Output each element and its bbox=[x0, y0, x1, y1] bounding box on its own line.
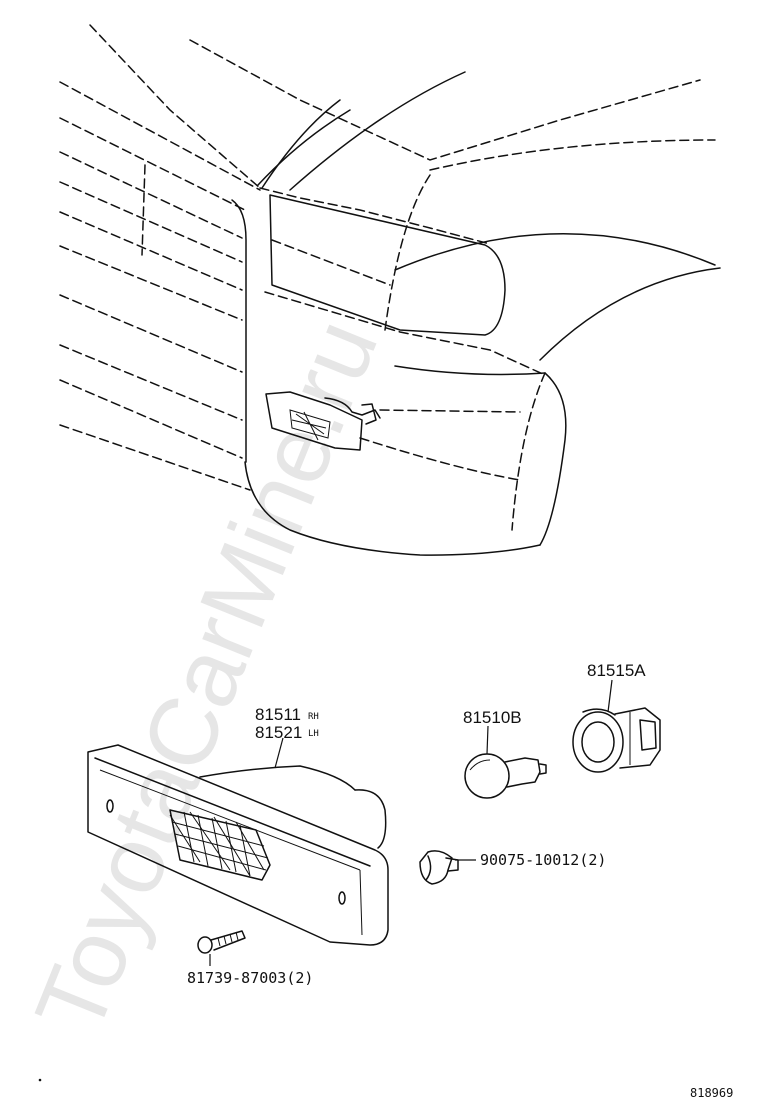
clip bbox=[419, 850, 459, 885]
part-number-81511: 81511 bbox=[255, 705, 301, 724]
lamp-rh-label: 81511 RH bbox=[255, 705, 319, 724]
part-number-81521: 81521 bbox=[255, 723, 302, 742]
lamp-lens-grid bbox=[169, 809, 271, 881]
screw bbox=[197, 930, 246, 954]
bulb bbox=[464, 753, 547, 799]
bulb-socket bbox=[572, 707, 661, 773]
part-number-81515A: 81515A bbox=[587, 661, 646, 680]
side-rh: RH bbox=[308, 712, 319, 722]
vehicle-front-outline bbox=[59, 24, 721, 556]
part-number-81739-87003: 81739-87003(2) bbox=[187, 969, 313, 987]
lamp-lh-label: 81521 LH bbox=[255, 723, 319, 742]
diagram-reference: 818969 bbox=[690, 1086, 733, 1100]
side-marker-lamp-assembly bbox=[87, 744, 389, 946]
side-lh: LH bbox=[308, 729, 319, 739]
part-number-81510B: 81510B bbox=[463, 708, 522, 727]
leader-lines bbox=[209, 679, 613, 966]
corner-mark bbox=[38, 1078, 42, 1082]
part-number-90075-10012: 90075-10012(2) bbox=[480, 851, 606, 869]
